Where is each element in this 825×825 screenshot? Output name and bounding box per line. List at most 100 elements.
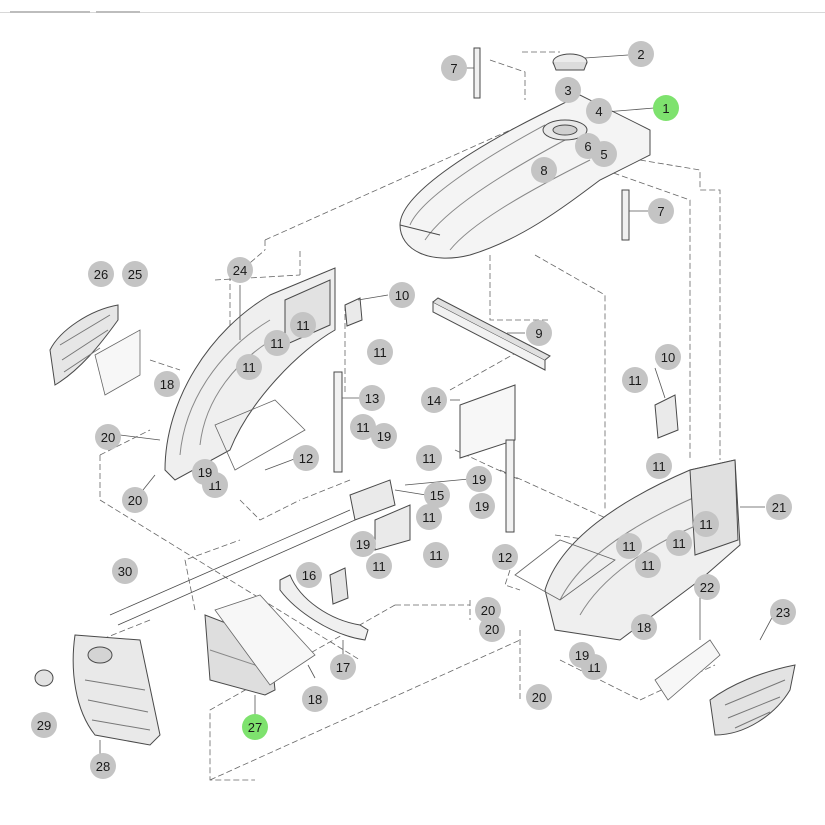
callout-number: 20	[532, 690, 546, 705]
callout-number: 19	[356, 537, 370, 552]
callout-circle	[766, 494, 792, 520]
callout-number: 17	[336, 660, 350, 675]
callout-circle	[122, 261, 148, 287]
callout-circle	[628, 41, 654, 67]
callout-circle	[531, 157, 557, 183]
callout-circle	[622, 367, 648, 393]
callout-circle	[359, 385, 385, 411]
callout-circle	[555, 77, 581, 103]
callout-circle	[122, 487, 148, 513]
callout-number: 11	[242, 360, 256, 375]
callout-number: 1	[662, 101, 669, 116]
callout-circle	[371, 423, 397, 449]
callout: 17	[330, 654, 356, 680]
callout-number: 12	[498, 550, 512, 565]
callout: 28	[90, 753, 116, 779]
callout-number: 18	[160, 377, 174, 392]
callout: 11	[666, 530, 692, 556]
callout-circle	[441, 55, 467, 81]
strip-13-part	[333, 371, 343, 473]
callout-number: 5	[600, 147, 607, 162]
callout: 19	[192, 459, 218, 485]
callout-circle	[95, 424, 121, 450]
bracket-16-part	[329, 567, 349, 605]
callout: 7	[441, 55, 467, 81]
gasket-18-lower	[214, 594, 316, 686]
callout: 23	[770, 599, 796, 625]
gasket-12-left	[214, 399, 306, 471]
callout: 11	[290, 312, 316, 338]
callout: 11	[622, 367, 648, 393]
callout: 11	[416, 445, 442, 471]
callout-labels: 1234567789101011111111111111111111111111…	[31, 41, 796, 779]
cap-part	[552, 53, 588, 71]
callout-number: 11	[652, 459, 666, 474]
bar-9-part	[432, 297, 551, 371]
callout: 10	[389, 282, 415, 308]
callout-circle	[416, 504, 442, 530]
callout-circle	[350, 531, 376, 557]
callout: 18	[302, 686, 328, 712]
callout-circle	[88, 261, 114, 287]
callout: 20	[95, 424, 121, 450]
callout-circle	[635, 552, 661, 578]
callout: 21	[766, 494, 792, 520]
callout: 11	[367, 339, 393, 365]
callout-circle	[90, 753, 116, 779]
callout: 4	[586, 98, 612, 124]
callout-number: 18	[637, 620, 651, 635]
callout-number: 14	[427, 393, 441, 408]
callout-number: 11	[628, 373, 642, 388]
callout: 9	[526, 320, 552, 346]
callout-number: 26	[94, 267, 108, 282]
callout: 20	[479, 616, 505, 642]
callout-circle	[646, 453, 672, 479]
callout-circle	[264, 330, 290, 356]
callout-number: 11	[372, 559, 386, 574]
callout-number: 6	[584, 139, 591, 154]
callout-number: 24	[233, 263, 247, 278]
callout: 11	[693, 511, 719, 537]
callout-circle	[466, 466, 492, 492]
callout-circle	[648, 198, 674, 224]
top-divider	[0, 0, 825, 14]
callout-number: 19	[575, 648, 589, 663]
callout: 24	[227, 257, 253, 283]
callout: 19	[569, 642, 595, 668]
callout-number: 11	[270, 336, 284, 351]
bracket-7-lower	[621, 189, 630, 241]
callout-circle	[236, 354, 262, 380]
callout-number: 27	[248, 720, 262, 735]
callout: 3	[555, 77, 581, 103]
callout-number: 11	[699, 517, 713, 532]
callout-circle	[192, 459, 218, 485]
callout-number: 3	[564, 83, 571, 98]
callout-circle	[586, 98, 612, 124]
callout-circle	[290, 312, 316, 338]
callout: 20	[526, 684, 552, 710]
callout-number: 22	[700, 580, 714, 595]
callout: 26	[88, 261, 114, 287]
callout-circle	[653, 95, 679, 121]
callout-circle	[693, 511, 719, 537]
callout-number: 20	[485, 622, 499, 637]
callout: 22	[694, 574, 720, 600]
callout-circle	[655, 344, 681, 370]
callout-circle	[350, 414, 376, 440]
callout: 11	[423, 542, 449, 568]
callout: 11	[350, 414, 376, 440]
callout: 29	[31, 712, 57, 738]
callout: 8	[531, 157, 557, 183]
callout-number: 15	[430, 488, 444, 503]
callout-highlighted: 27	[242, 714, 268, 740]
callout-number: 13	[365, 391, 379, 406]
callout-circle	[666, 530, 692, 556]
callout-circle	[479, 616, 505, 642]
callout: 25	[122, 261, 148, 287]
callout: 19	[466, 466, 492, 492]
callout-number: 9	[535, 326, 542, 341]
callout-number: 20	[128, 493, 142, 508]
callout-circle	[416, 445, 442, 471]
hood-part	[399, 94, 651, 259]
callout-number: 11	[672, 536, 686, 551]
